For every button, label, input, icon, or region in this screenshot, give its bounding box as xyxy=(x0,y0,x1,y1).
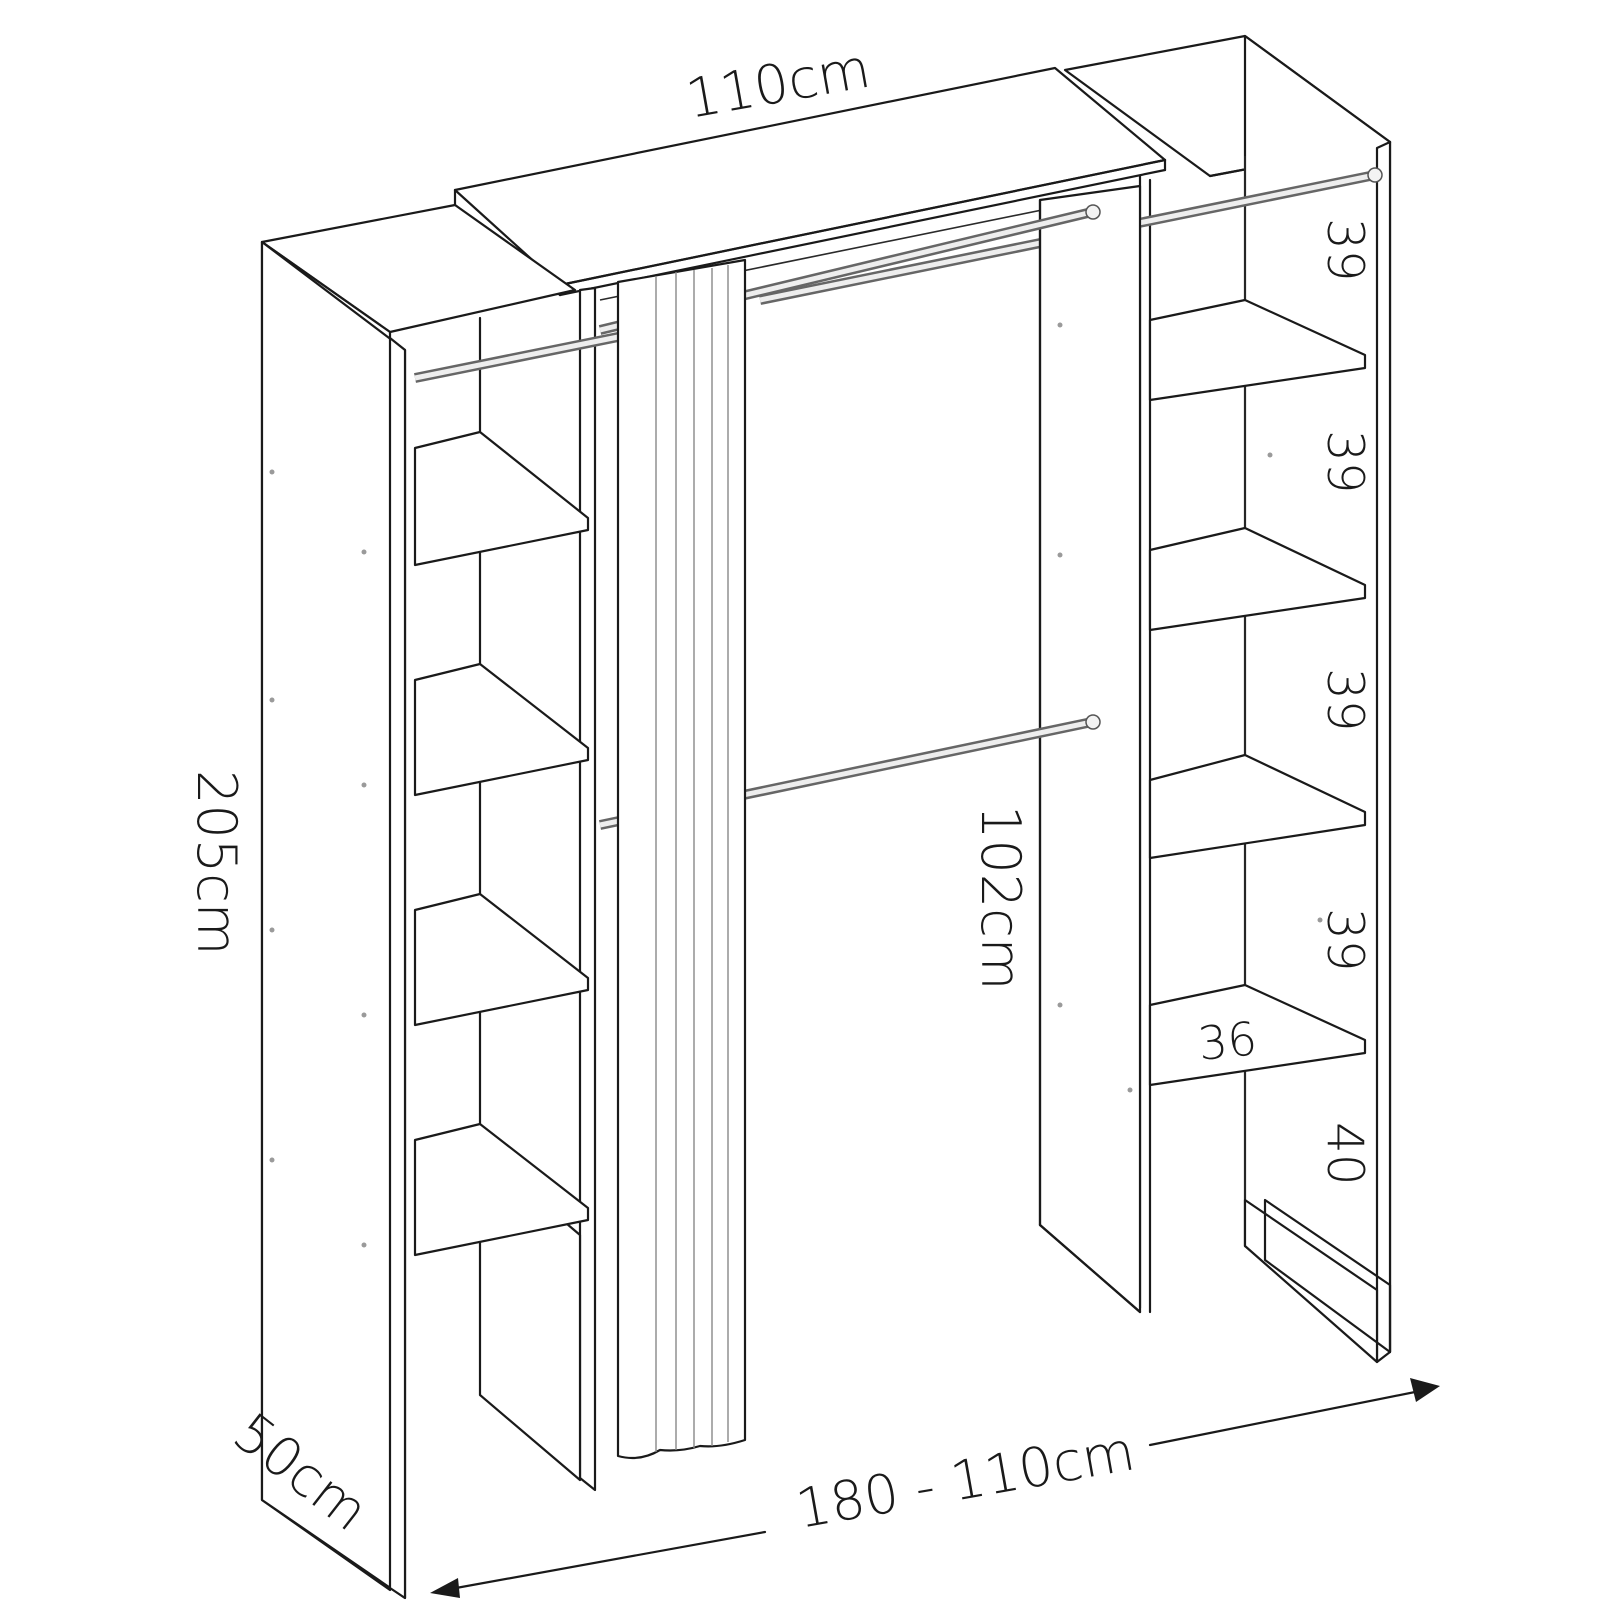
shelf-spacing-3: 39 xyxy=(1316,668,1374,732)
right-tower xyxy=(759,34,1392,1364)
shelf-depth-label: 36 xyxy=(1196,1011,1260,1071)
height-label: 205cm xyxy=(185,770,248,955)
center-divider xyxy=(598,167,1383,1314)
width-range-label: 180 - 110cm xyxy=(791,1419,1139,1540)
width-dimension-arrow xyxy=(430,1378,1440,1598)
middle-rail-height-label: 102cm xyxy=(969,805,1032,990)
shelf-spacing-4: 39 xyxy=(1316,908,1374,972)
shelf-spacing-5: 40 xyxy=(1316,1122,1374,1186)
shelf-spacing-1: 39 xyxy=(1316,218,1374,282)
curtain xyxy=(616,258,747,1460)
shelf-spacing-2: 39 xyxy=(1316,430,1374,494)
fitting-dots xyxy=(269,322,1323,1248)
left-tower xyxy=(260,203,636,1600)
